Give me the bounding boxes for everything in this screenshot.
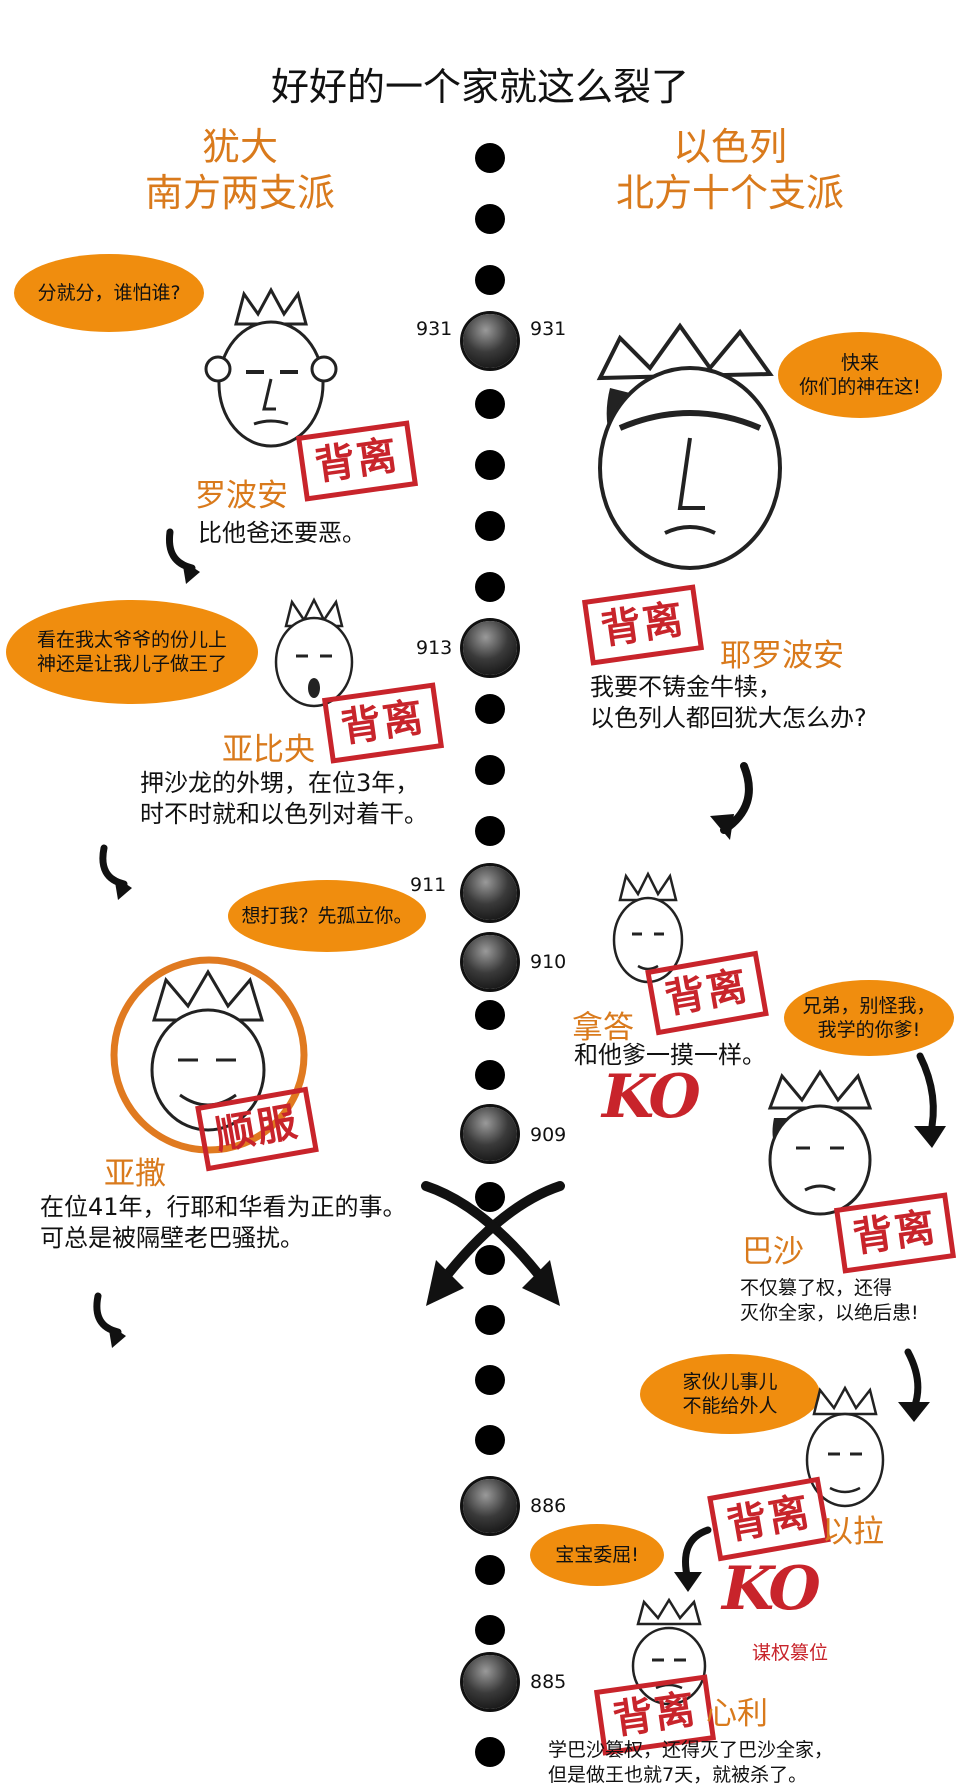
timeline-dot (475, 816, 505, 846)
timeline-dot (475, 1182, 505, 1212)
king-rehoboam-illustration (204, 286, 338, 448)
timeline-year-marker (463, 314, 517, 368)
king-name: 亚撒 (104, 1156, 166, 1192)
king-asa-illustration (110, 956, 308, 1154)
page-title: 好好的一个家就这么裂了 (270, 65, 689, 109)
timeline-year-marker (463, 935, 517, 989)
stamp-apostasy: 背离 (833, 1192, 957, 1274)
right-header-line1: 以色列 (672, 125, 787, 169)
timeline-dot (475, 1305, 505, 1335)
king-description: 我要不铸金牛犊， 以色列人都回犹大怎么办? (590, 673, 867, 732)
year-label: 910 (530, 951, 567, 973)
king-description: 和他爹一摸一样。 (574, 1041, 766, 1069)
timeline-dot (475, 450, 505, 480)
timeline-dot (475, 389, 505, 419)
timeline-dot (475, 1365, 505, 1395)
king-name: 耶罗波安 (720, 638, 844, 674)
timeline-dot (475, 1245, 505, 1275)
king-description: 在位41年，行耶和华看为正的事。 可总是被隔壁老巴骚扰。 (40, 1193, 407, 1252)
king-baasha-illustration (767, 1069, 873, 1216)
year-label: 909 (530, 1124, 567, 1146)
king-name: 巴沙 (742, 1234, 804, 1270)
stamp-apostasy: 背离 (581, 584, 705, 666)
ko-mark: KO (722, 1554, 821, 1624)
timeline-dot (475, 204, 505, 234)
curved-arrow-icon (674, 1526, 712, 1592)
stamp-apostasy: 背离 (321, 682, 445, 764)
king-abijah-illustration (274, 597, 354, 708)
speech-bubble: 快来 你们的神在这! (778, 332, 942, 418)
ko-mark: KO (602, 1062, 701, 1132)
speech-bubble: 兄弟，别怪我， 我学的你爹! (784, 980, 954, 1056)
curved-arrow-icon (914, 1052, 946, 1148)
king-description: 学巴沙篡权，还得灭了巴沙全家， 但是做王也就7天，就被杀了。 (548, 1739, 834, 1786)
timeline-dot (475, 143, 505, 173)
speech-bubble: 宝宝委屈! (530, 1524, 664, 1586)
timeline-dot (475, 265, 505, 295)
king-elah-illustration (805, 1385, 885, 1508)
timeline-dot (475, 1425, 505, 1455)
curved-arrow-icon (710, 762, 753, 840)
timeline-dot (475, 694, 505, 724)
king-nadab-illustration (612, 871, 684, 984)
timeline-year-marker (463, 1479, 517, 1533)
stamp-apostasy: 背离 (295, 420, 419, 502)
left-column-header: 犹大 南方两支派 (110, 124, 370, 216)
year-label: 886 (530, 1495, 567, 1517)
timeline-dot (475, 1000, 505, 1030)
timeline-dot (475, 511, 505, 541)
speech-bubble: 分就分，谁怕谁? (14, 254, 204, 332)
year-label: 885 (530, 1671, 567, 1693)
king-description: 押沙龙的外甥，在位3年， 时不时就和以色列对着干。 (140, 769, 428, 828)
timeline-dot (475, 572, 505, 602)
speech-bubble: 看在我太爷爷的份儿上 神还是让我儿子做王了 (6, 600, 258, 704)
king-zimri-illustration (631, 1597, 707, 1706)
year-label: 931 (530, 318, 567, 340)
ko-caption: 谋权篡位 (752, 1642, 829, 1664)
left-header-line1: 犹大 (201, 125, 278, 169)
timeline-year-marker (463, 1107, 517, 1161)
curved-arrow-icon (99, 844, 132, 900)
year-label: 931 (416, 318, 453, 340)
timeline-dot (475, 1615, 505, 1645)
curved-arrow-icon (165, 528, 200, 584)
crossing-arrows-icon (421, 1181, 565, 1306)
left-header-line2: 南方两支派 (144, 171, 335, 215)
timeline-year-marker (463, 621, 517, 675)
speech-bubble: 家伙儿事儿 不能给外人 (640, 1354, 820, 1434)
timeline-dot (475, 1060, 505, 1090)
timeline-dot (475, 1555, 505, 1585)
king-name: 心利 (706, 1696, 768, 1732)
king-name: 亚比央 (222, 732, 315, 768)
king-name: 罗波安 (195, 478, 288, 514)
curved-arrow-icon (93, 1292, 126, 1348)
stamp-apostasy: 背离 (707, 1476, 831, 1562)
curved-arrow-icon (898, 1348, 930, 1422)
timeline-year-marker (463, 1655, 517, 1709)
timeline-year-marker (463, 866, 517, 920)
year-label: 913 (416, 637, 453, 659)
right-column-header: 以色列 北方十个支派 (600, 124, 860, 216)
king-jeroboam-illustration (596, 322, 782, 570)
timeline-dot (475, 755, 505, 785)
timeline-dot (475, 1737, 505, 1767)
year-label: 911 (410, 874, 447, 896)
king-description: 比他爸还要恶。 (198, 519, 366, 547)
speech-bubble: 想打我？先孤立你。 (228, 880, 426, 952)
king-name: 拿答 (572, 1010, 634, 1046)
king-name: 以拉 (822, 1514, 884, 1550)
king-description: 不仅篡了权，还得 灭你全家，以绝后患! (740, 1277, 919, 1324)
right-header-line2: 北方十个支派 (615, 171, 844, 215)
